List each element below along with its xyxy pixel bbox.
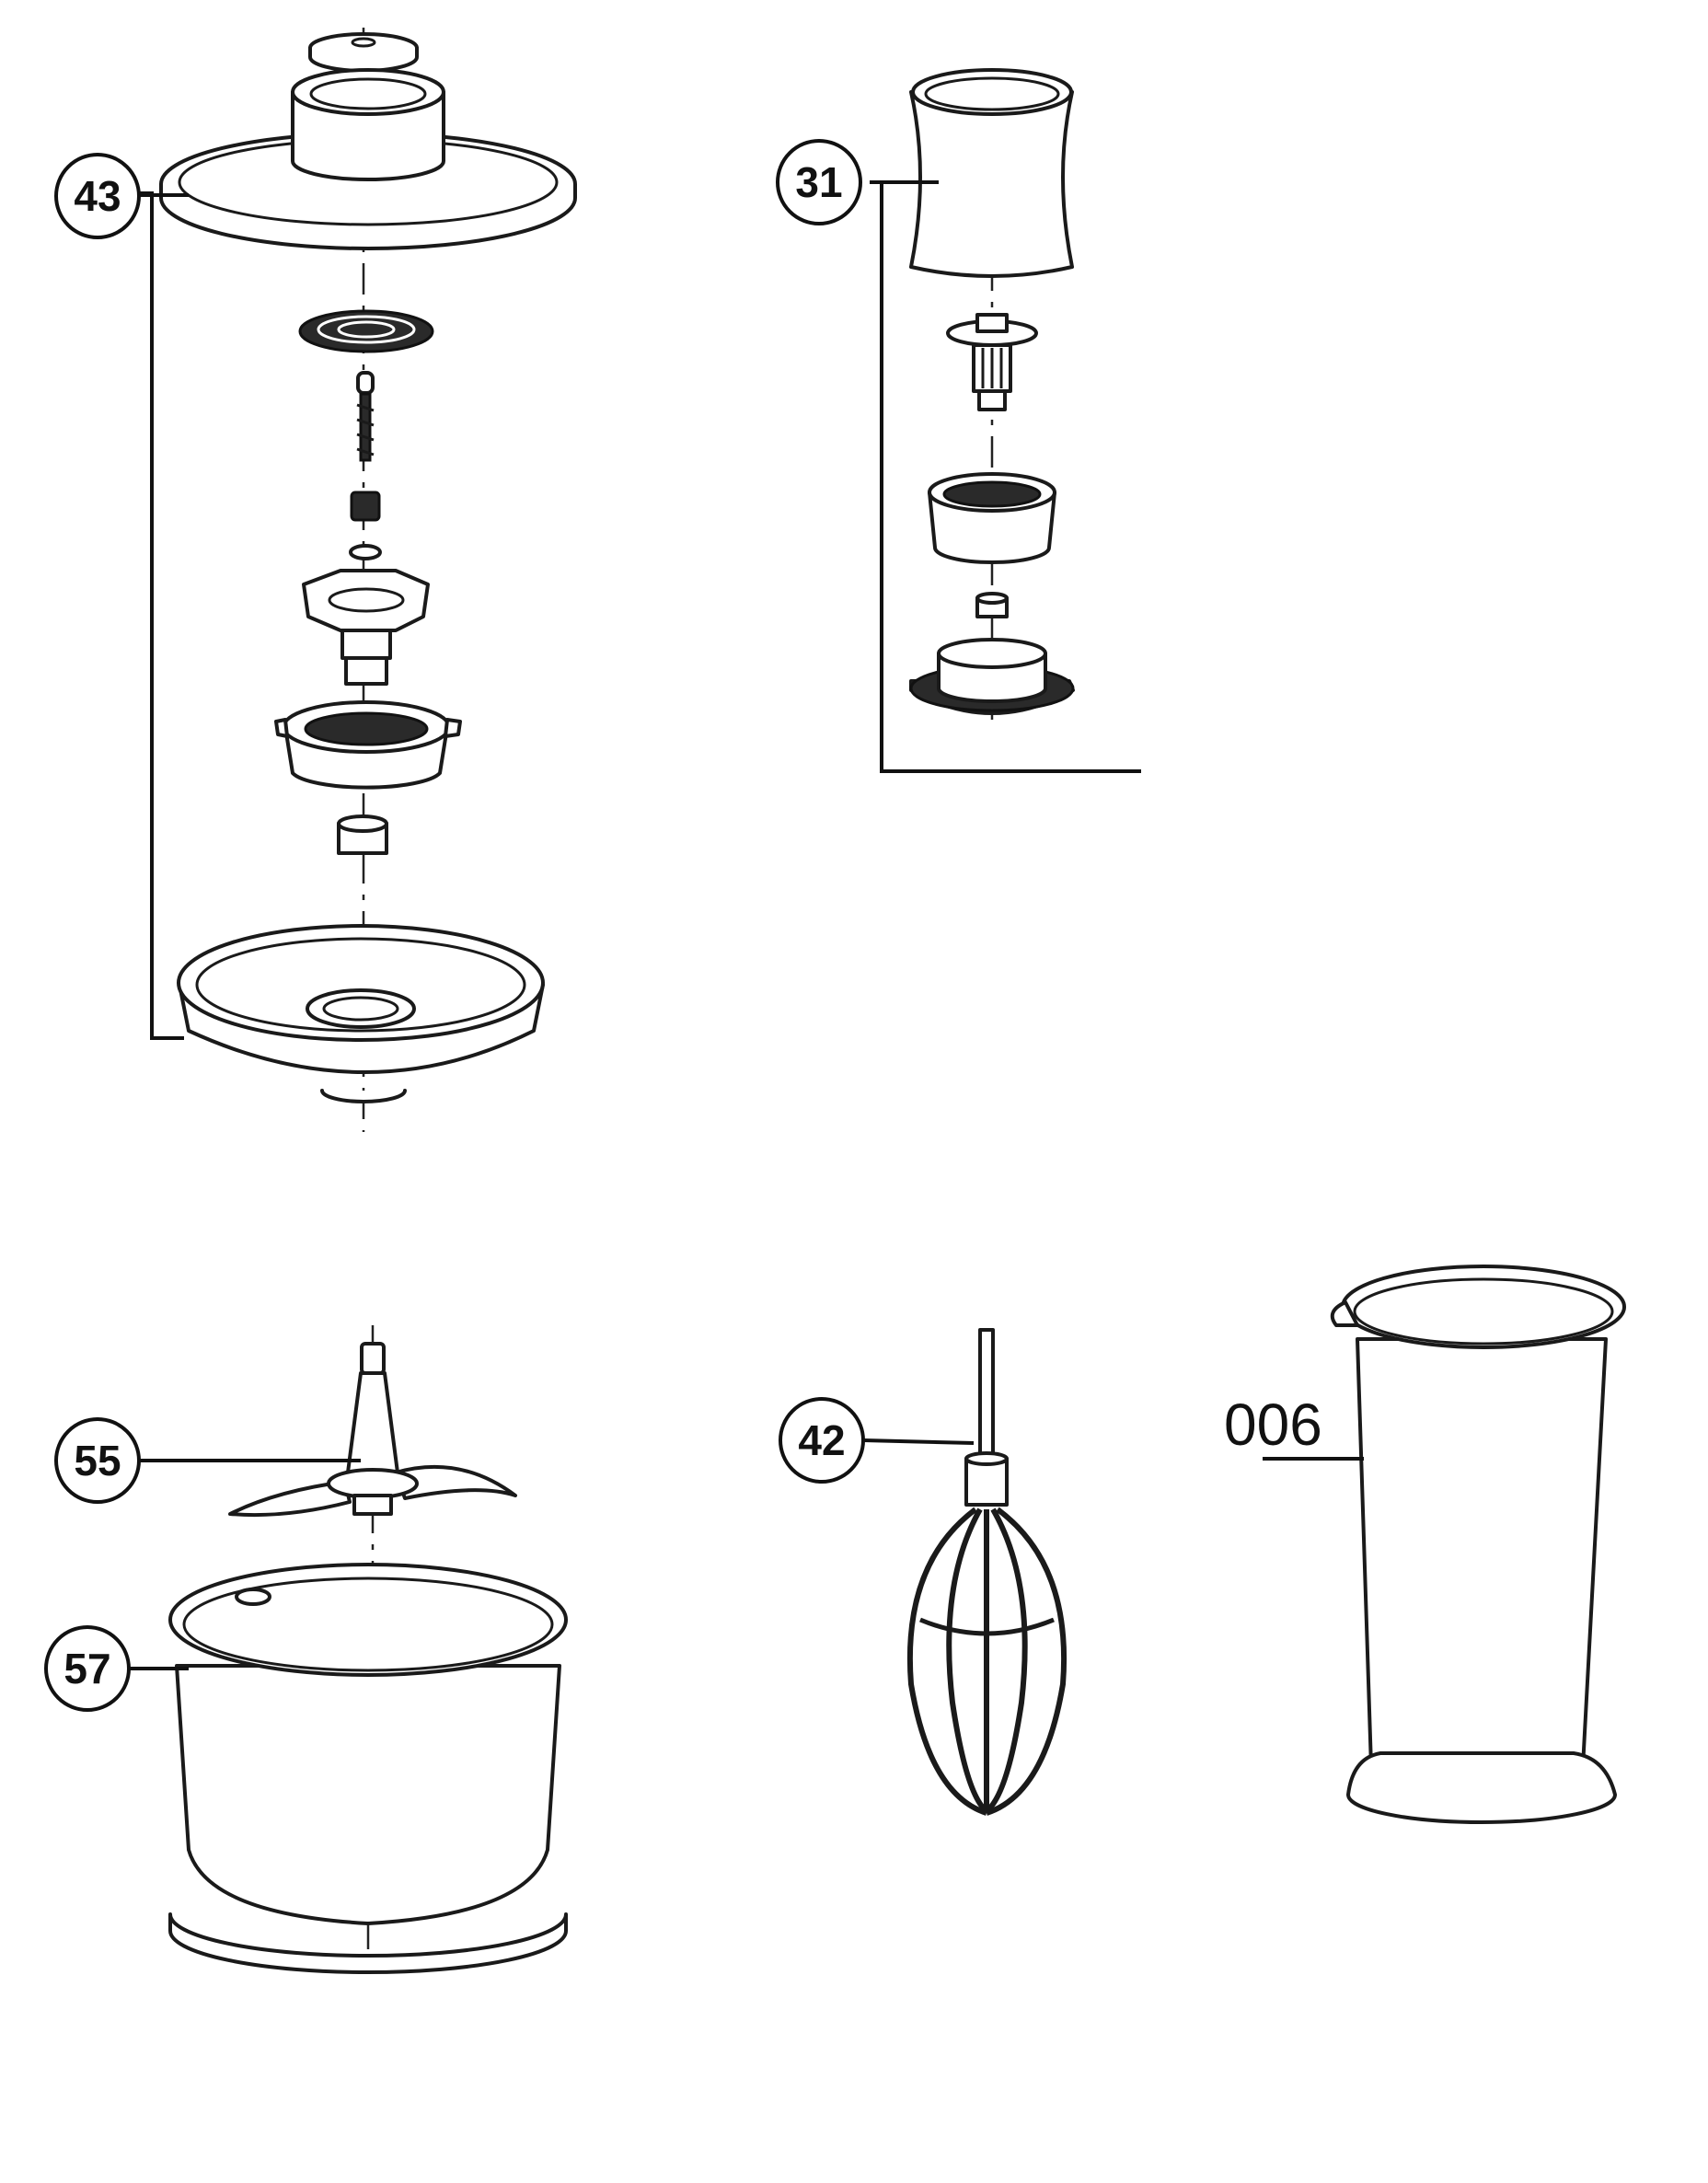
callout-42: 42 bbox=[779, 1397, 975, 1484]
base-coupler-part bbox=[909, 638, 1075, 715]
chopper-lid-assembly bbox=[138, 28, 577, 1132]
beaker-part bbox=[1330, 1265, 1626, 1824]
callout-label-31: 31 bbox=[795, 158, 842, 206]
callout-31: 31 bbox=[776, 139, 862, 225]
callout-label-43: 43 bbox=[74, 172, 121, 220]
callout-006: 006 bbox=[1224, 1392, 1364, 1461]
bowl-lid-base-part bbox=[177, 924, 545, 1103]
top-cap-part bbox=[308, 32, 419, 73]
chopper-blade-part bbox=[228, 1325, 517, 1583]
leader-line-43 bbox=[138, 191, 184, 1040]
leader-line-42 bbox=[862, 1438, 975, 1445]
callout-label-006: 006 bbox=[1224, 1392, 1322, 1458]
blender-gear-assembly bbox=[870, 68, 1141, 773]
shaft-part bbox=[356, 371, 375, 462]
bearing-housing-part bbox=[928, 472, 1056, 564]
grid-disc-part bbox=[298, 309, 434, 353]
callout-57: 57 bbox=[44, 1625, 189, 1712]
gearbox-housing-part bbox=[274, 700, 462, 790]
chopper-bowl-part bbox=[168, 1563, 568, 1974]
bushing-part bbox=[350, 491, 381, 522]
gear-spindle-part bbox=[946, 313, 1038, 411]
washer-part bbox=[349, 544, 382, 560]
lid-part bbox=[159, 68, 577, 250]
gear-coupler-part bbox=[302, 569, 430, 686]
callout-55: 55 bbox=[54, 1417, 361, 1504]
callout-43: 43 bbox=[54, 153, 141, 239]
callout-label-42: 42 bbox=[798, 1416, 845, 1464]
small-bush-part bbox=[975, 592, 1009, 618]
sleeve-part bbox=[337, 814, 388, 855]
callout-label-57: 57 bbox=[63, 1645, 110, 1692]
whisk-part bbox=[906, 1328, 1068, 1816]
callout-label-55: 55 bbox=[74, 1437, 121, 1484]
leader-line-31 bbox=[870, 180, 1141, 773]
housing-cup-part bbox=[909, 68, 1074, 278]
